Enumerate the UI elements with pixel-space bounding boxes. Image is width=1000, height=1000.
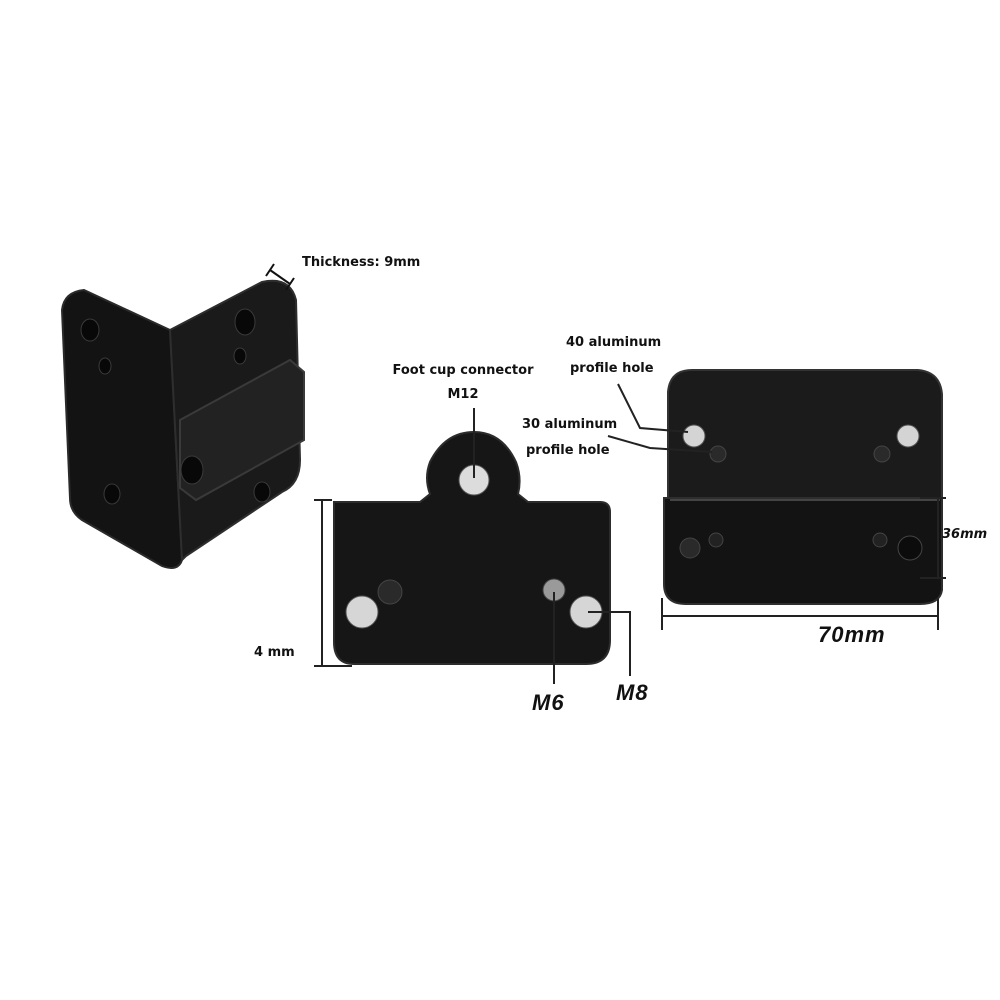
l-bracket-hole: [103, 483, 121, 505]
m6-label: M6: [532, 690, 565, 715]
plate-hole: [345, 595, 379, 629]
thickness-label: Thickness: 9mm: [302, 255, 421, 270]
right-bracket-hole: [872, 532, 888, 548]
l-bracket-rib: [179, 358, 305, 502]
m8-label: M8: [616, 680, 649, 705]
hole40-leader: [617, 383, 689, 433]
hole-40-profile: [682, 424, 706, 448]
hole40-label-line2: profile hole: [570, 361, 654, 376]
hole40-label-line1: 40 aluminum: [566, 335, 662, 350]
right-bracket-hole: [897, 535, 923, 561]
flat-plate-middle: [333, 430, 611, 665]
l-bracket-hole: [180, 455, 204, 485]
right-bracket-hole: [873, 445, 891, 463]
width-label: 70mm: [818, 622, 886, 647]
right-bracket-hole: [896, 424, 920, 448]
height-left-label: 4 mm: [254, 645, 295, 660]
m12-label: M12: [447, 387, 479, 402]
l-bracket-left: [60, 263, 305, 569]
l-bracket-hole: [253, 481, 271, 503]
plate-hole: [377, 579, 403, 605]
right-bracket-hole: [679, 537, 701, 559]
hole30-leader: [607, 435, 713, 453]
l-bracket-hole: [233, 347, 247, 365]
hole-30-profile: [709, 445, 727, 463]
m8-leader: [588, 611, 631, 676]
right-bracket-hole: [708, 532, 724, 548]
l-bracket-back-plate: [60, 288, 184, 569]
hole30-label-line2: profile hole: [526, 443, 610, 458]
thickness-marker-cap: [265, 263, 275, 277]
hole30-label-line1: 30 aluminum: [522, 417, 618, 432]
flat-plate-body: [333, 430, 611, 665]
right-bracket-back-plate: [667, 369, 943, 501]
l-bracket-hole: [98, 357, 112, 375]
thickness-marker: [269, 269, 291, 285]
l-bracket-hole: [234, 308, 256, 336]
right-bracket-base-plate: [663, 497, 943, 605]
l-bracket-hole: [80, 318, 100, 342]
foot-cup-label: Foot cup connector: [392, 363, 534, 378]
thickness-marker-cap: [285, 277, 295, 291]
height-right-label: 36mm: [942, 527, 988, 542]
l-bracket-right: [663, 369, 943, 605]
